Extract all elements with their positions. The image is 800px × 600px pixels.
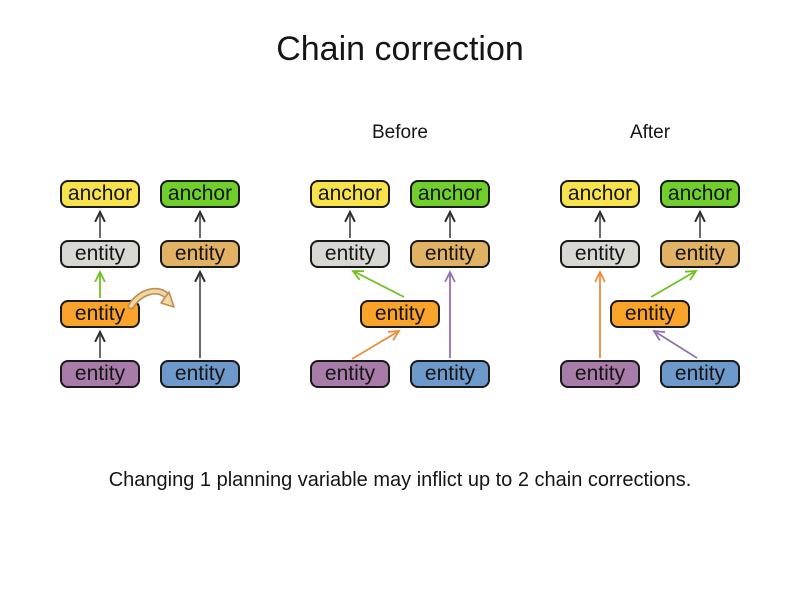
page-title: Chain correction xyxy=(276,30,524,68)
entity-node: entity xyxy=(60,300,140,328)
anchor-node: anchor xyxy=(60,180,140,208)
arrowhead-icon xyxy=(94,269,106,283)
entity-node: entity xyxy=(60,360,140,388)
entity-node: entity xyxy=(310,360,390,388)
arrowhead-icon xyxy=(194,269,206,283)
entity-node: entity xyxy=(410,240,490,268)
anchor-node: anchor xyxy=(410,180,490,208)
arrowhead-icon xyxy=(94,209,106,223)
arrowhead-icon xyxy=(444,209,456,223)
anchor-node: anchor xyxy=(660,180,740,208)
group-label-before: Before xyxy=(372,122,428,143)
entity-node: entity xyxy=(310,240,390,268)
entity-node: entity xyxy=(560,360,640,388)
entity-node: entity xyxy=(660,240,740,268)
arrowhead-icon xyxy=(684,269,698,281)
anchor-node: anchor xyxy=(560,180,640,208)
arrowhead-icon xyxy=(594,269,606,283)
group-label-after: After xyxy=(629,122,671,143)
arrowhead-icon xyxy=(94,329,106,343)
move-arrowhead-icon xyxy=(160,291,175,308)
chain-arrow xyxy=(351,330,400,360)
entity-node: entity xyxy=(660,360,740,388)
arrowhead-icon xyxy=(652,329,666,341)
entity-node: entity xyxy=(360,300,440,328)
arrowhead-icon xyxy=(387,329,401,341)
chain-arrow xyxy=(352,270,405,298)
anchor-node: anchor xyxy=(310,180,390,208)
chain-arrow xyxy=(650,270,697,298)
arrowhead-icon xyxy=(344,209,356,223)
arrowhead-icon xyxy=(694,209,706,223)
arrowhead-icon xyxy=(351,270,365,281)
arrowhead-icon xyxy=(194,209,206,223)
entity-node: entity xyxy=(560,240,640,268)
arrowhead-icon xyxy=(594,209,606,223)
entity-node: entity xyxy=(160,240,240,268)
arrowhead-icon xyxy=(444,269,456,283)
entity-node: entity xyxy=(60,240,140,268)
entity-node: entity xyxy=(160,360,240,388)
entity-node: entity xyxy=(410,360,490,388)
anchor-node: anchor xyxy=(160,180,240,208)
chain-arrow xyxy=(653,330,698,359)
caption-text: Changing 1 planning variable may inflict… xyxy=(108,469,692,491)
entity-node: entity xyxy=(610,300,690,328)
